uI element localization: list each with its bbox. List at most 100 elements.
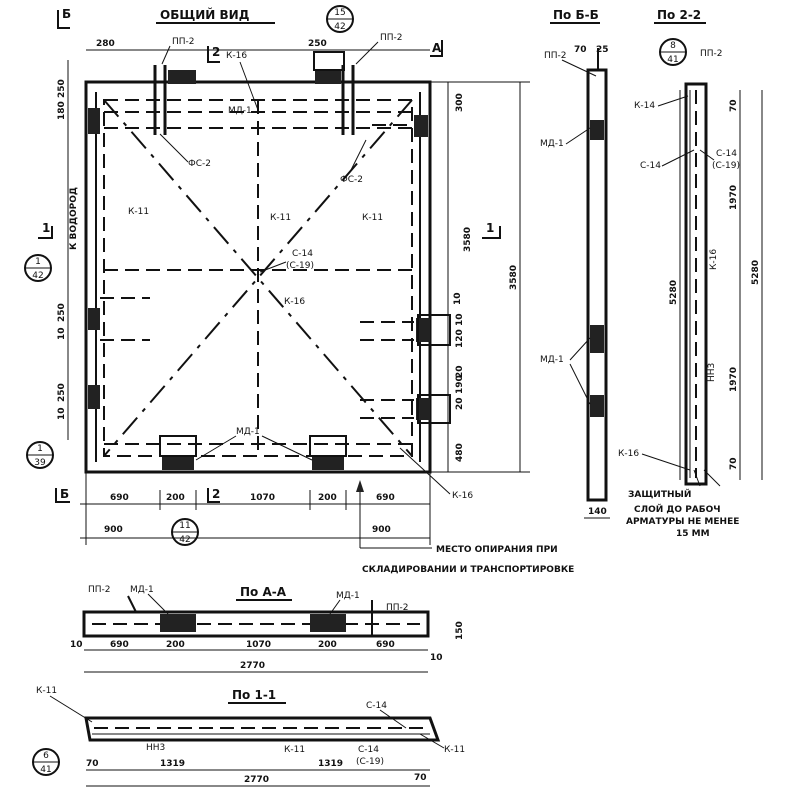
section-mark-a: А: [432, 41, 442, 55]
section-11-label-nn3: НН3: [146, 743, 165, 753]
section-aa-label-pp2-right: ПП-2: [386, 603, 409, 613]
dim-bottom: 690 200 1070 200 690 900 900: [80, 472, 431, 545]
label-pp2-top-right: ПП-2: [380, 33, 403, 43]
svg-text:200: 200: [166, 640, 185, 650]
svg-text:10: 10: [57, 327, 67, 340]
section-22-title: По 2-2: [657, 8, 701, 22]
svg-text:200: 200: [166, 493, 185, 503]
section-11-label-k11-right: К-11: [444, 745, 465, 755]
section-mark-1-left: 1: [42, 221, 50, 235]
svg-text:СКЛАДИРОВАНИИ И ТРАНСПОРТИРОВК: СКЛАДИРОВАНИИ И ТРАНСПОРТИРОВКЕ: [362, 565, 574, 575]
protective-layer-note: ЗАЩИТНЫЙ СЛОЙ ДО РАБОЧ АРМАТУРЫ НЕ МЕНЕЕ…: [626, 469, 739, 539]
diagonal-2: [103, 99, 413, 457]
label-k16-top: К-16: [226, 51, 247, 61]
section-11-label-k11-mid: К-11: [284, 745, 305, 755]
svg-text:280: 280: [96, 39, 115, 49]
svg-text:690: 690: [110, 640, 129, 650]
svg-text:900: 900: [104, 525, 123, 535]
plate-right-mid: [416, 318, 430, 342]
label-k11-left: К-11: [128, 207, 149, 217]
svg-text:8: 8: [670, 41, 676, 51]
svg-text:10: 10: [57, 407, 67, 420]
plate-frame-bottom-right: [309, 435, 347, 457]
section-11-label-s14-bottom: С-14: [358, 745, 379, 755]
svg-text:41: 41: [40, 765, 51, 775]
svg-text:10: 10: [455, 313, 465, 326]
svg-text:11: 11: [179, 521, 190, 531]
svg-text:1970: 1970: [729, 367, 739, 392]
svg-text:250: 250: [57, 303, 67, 322]
svg-text:3580: 3580: [509, 265, 519, 290]
lifting-loop-right: [313, 51, 355, 135]
svg-text:25: 25: [596, 45, 609, 55]
section-bb-plate-mid: [590, 325, 604, 353]
section-bb-view: По Б-Б ПП-2 МД-1 МД-1 70 25 140: [540, 8, 610, 519]
label-s14-center: С-14: [292, 249, 313, 259]
svg-text:1319: 1319: [160, 759, 185, 769]
section-mark-2-top: 2: [212, 45, 220, 59]
section-aa-label-md1-left: МД-1: [130, 585, 154, 595]
section-mark-1-right: 1: [486, 221, 494, 235]
svg-text:5280: 5280: [669, 280, 679, 305]
svg-text:70: 70: [574, 45, 587, 55]
support-note: МЕСТО ОПИРАНИЯ ПРИ СКЛАДИРОВАНИИ И ТРАНС…: [356, 480, 574, 575]
svg-text:250: 250: [57, 79, 67, 98]
svg-text:1319: 1319: [318, 759, 343, 769]
general-view-title: ОБЩИЙ ВИД: [160, 7, 249, 22]
dim-left: 180 250 10 250 10 250: [57, 60, 69, 440]
svg-text:2770: 2770: [240, 661, 265, 671]
section-aa-view: По А-А ПП-2 МД-1 МД-1 ПП-2 690 200 1070 …: [70, 585, 465, 673]
section-22-label-s14-left: С-14: [640, 161, 661, 171]
svg-text:42: 42: [179, 535, 190, 545]
plate-frame-right-bot: [417, 394, 451, 424]
section-11-body: [84, 716, 441, 742]
svg-text:42: 42: [334, 22, 345, 32]
svg-text:70: 70: [414, 773, 427, 783]
section-22-label-k14: К-14: [634, 101, 655, 111]
section-22-label-k16-bottom: К-16: [618, 449, 639, 459]
svg-text:39: 39: [34, 458, 46, 468]
label-k11-right: К-11: [362, 213, 383, 223]
label-k16-bottom-right: К-16: [452, 491, 473, 501]
svg-text:1: 1: [37, 444, 43, 454]
section-22-label-s19: (С-19): [712, 161, 740, 171]
svg-text:140: 140: [588, 507, 607, 517]
section-11-dims: 1319 1319 2770 70 70: [86, 759, 430, 787]
lifting-loop-left: [153, 65, 196, 135]
section-mark-b-bottom: Б: [60, 487, 69, 501]
plate-bottom-left: [162, 456, 194, 470]
section-aa-plate-right: [310, 614, 346, 632]
section-11-label-k11-left: К-11: [36, 686, 57, 696]
svg-text:АРМАТУРЫ НЕ МЕНЕЕ: АРМАТУРЫ НЕ МЕНЕЕ: [626, 517, 739, 527]
section-bb-title: По Б-Б: [553, 8, 599, 22]
section-11-title: По 1-1: [232, 688, 276, 702]
section-11-callout: 6 41: [32, 748, 60, 776]
svg-text:15: 15: [334, 8, 345, 18]
section-bb-plate-top: [590, 120, 604, 140]
svg-text:6: 6: [43, 751, 49, 761]
section-mark-2-bottom: 2: [212, 487, 220, 501]
svg-text:250: 250: [57, 383, 67, 402]
section-bb-label-md1-mid: МД-1: [540, 355, 564, 365]
label-md1-top: МД-1: [228, 106, 252, 116]
label-md1-bottom: МД-1: [236, 427, 260, 437]
svg-text:10: 10: [70, 640, 83, 650]
svg-text:10: 10: [430, 653, 443, 663]
svg-text:70: 70: [729, 457, 739, 470]
section-bb-label-pp2: ПП-2: [544, 51, 567, 61]
section-aa-label-md1-right: МД-1: [336, 591, 360, 601]
section-22-label-s14-right: С-14: [716, 149, 737, 159]
section-11-label-s14-top: С-14: [366, 701, 387, 711]
svg-text:120: 120: [455, 329, 465, 348]
diagonal-1: [103, 99, 413, 457]
dim-right: 300 3580 3580 10 120 20 20 190 10 480: [430, 81, 530, 473]
section-22-label-k16: К-16: [709, 249, 719, 270]
svg-text:20: 20: [455, 365, 465, 378]
plate-left-mid: [88, 308, 100, 330]
label-k11-center: К-11: [270, 213, 291, 223]
svg-text:690: 690: [376, 493, 395, 503]
svg-text:300: 300: [455, 93, 465, 112]
svg-text:10: 10: [453, 292, 463, 305]
plate-frame-right-mid: [417, 314, 451, 346]
